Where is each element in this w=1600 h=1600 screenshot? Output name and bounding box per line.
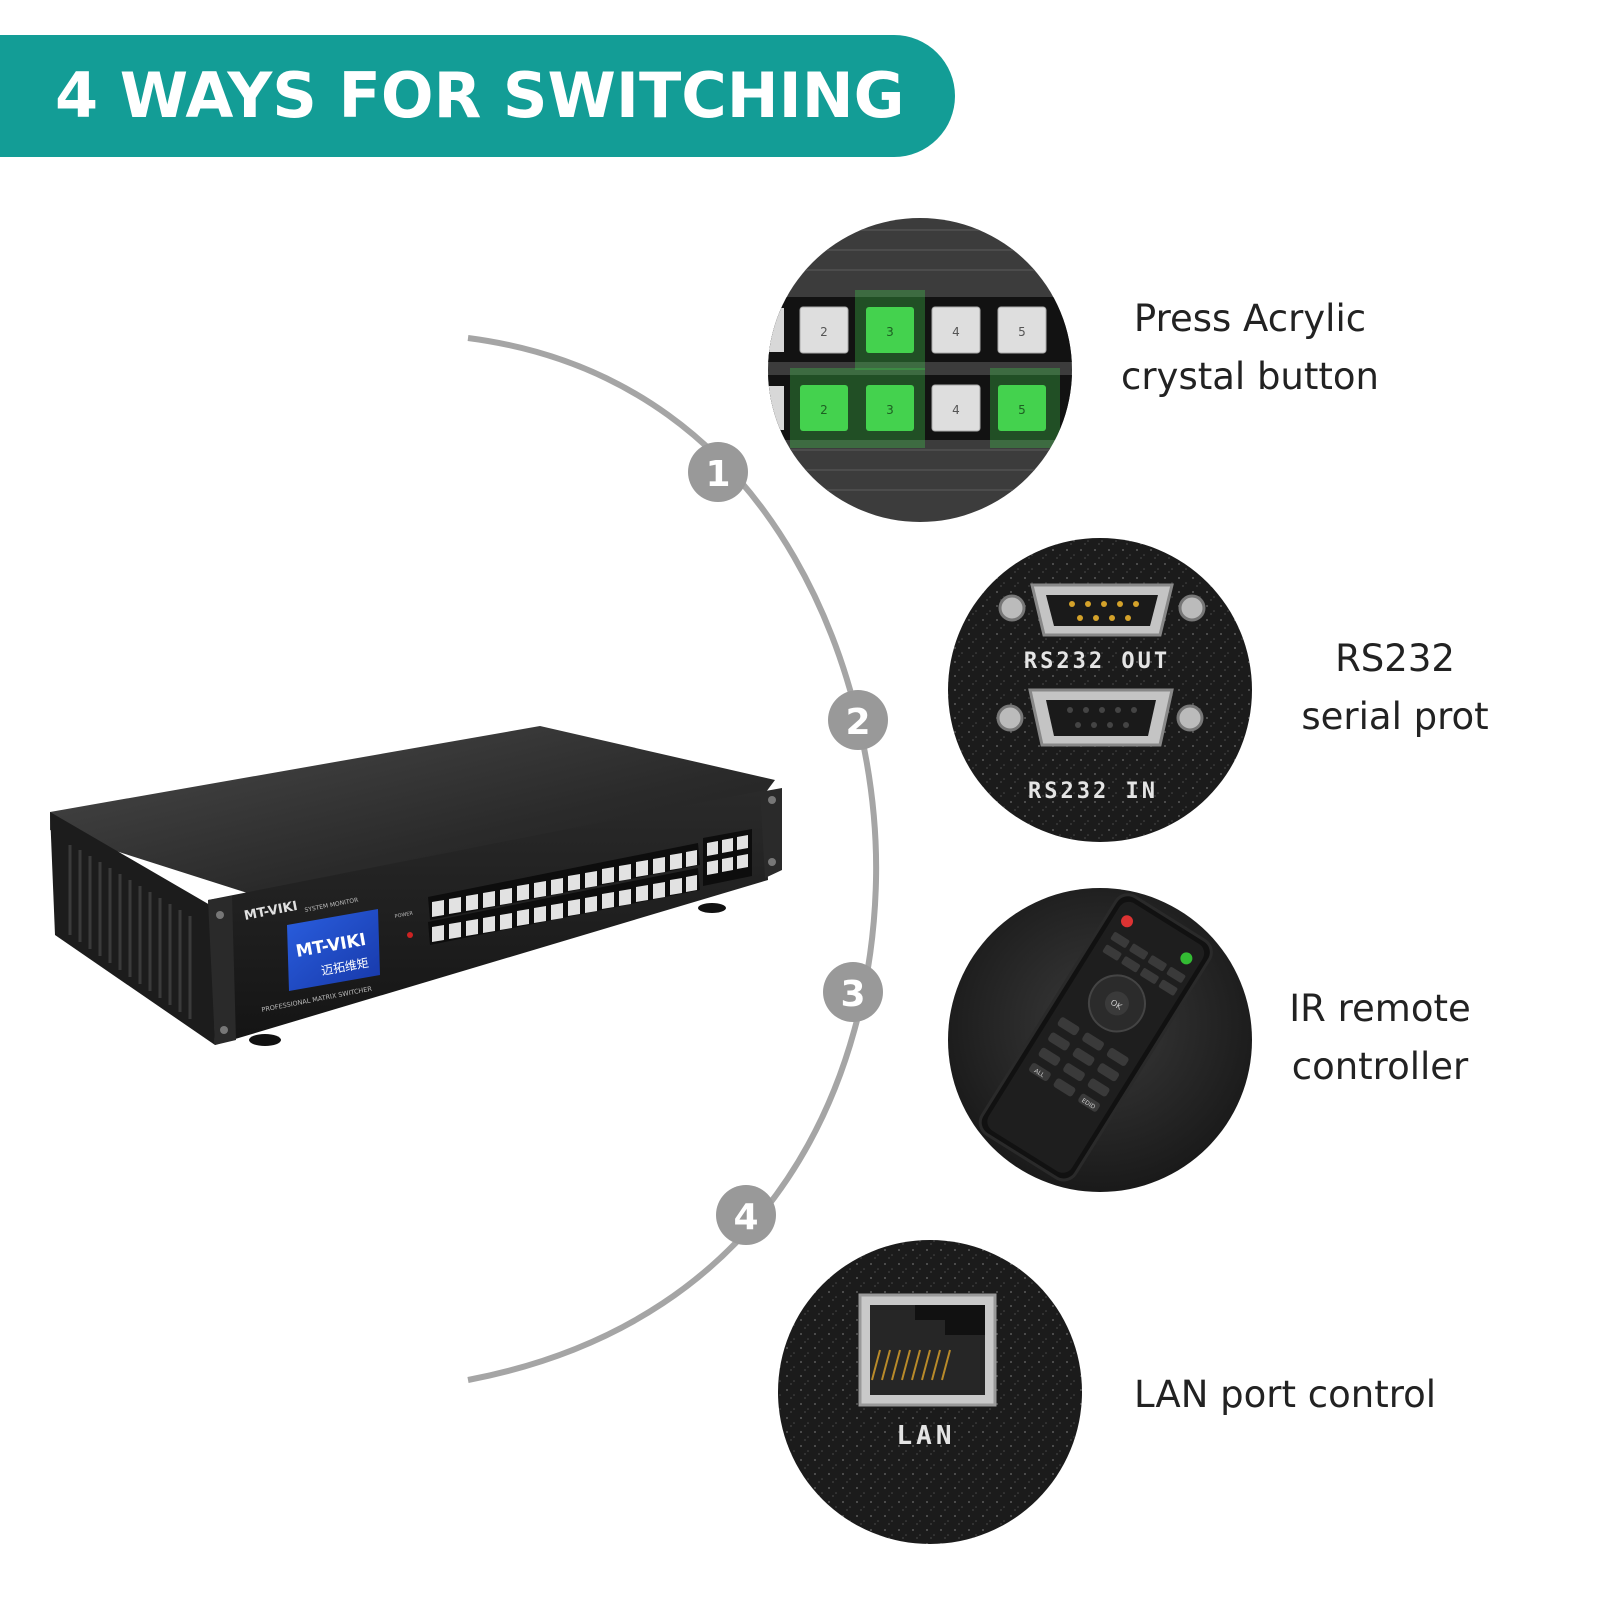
button-label: 5 xyxy=(1018,325,1026,339)
lcd-screen xyxy=(287,909,380,991)
button-label: 4 xyxy=(952,325,960,339)
matrix-switcher-device: MT-VIKI SYSTEM MONITOR MT-VIKI 迈拓维矩 PROF… xyxy=(50,726,782,1046)
ir-remote-photo: OK ALL EDID xyxy=(948,888,1252,1192)
step-3-label: IR remote controller xyxy=(1289,987,1471,1088)
rs232-out-label: RS232 OUT xyxy=(1024,649,1170,674)
step-2-label: RS232 serial prot xyxy=(1301,637,1489,738)
page-title: 4 WAYS FOR SWITCHING xyxy=(55,59,905,132)
button-label: 3 xyxy=(886,325,894,339)
lan-port-photo: LAN xyxy=(778,1240,1082,1544)
step-marker-1: 1 xyxy=(688,442,748,502)
step-number: 2 xyxy=(845,702,870,743)
button-label: 4 xyxy=(952,403,960,417)
step-marker-2: 2 xyxy=(828,690,888,750)
title-banner: 4 WAYS FOR SWITCHING xyxy=(0,35,955,157)
rs232-port-photo: RS232 OUT RS232 IN xyxy=(948,538,1252,842)
step-marker-3: 3 xyxy=(823,962,883,1022)
acrylic-buttons-photo: 2 3 4 5 2 3 4 5 xyxy=(768,218,1072,522)
step-4-label: LAN port control xyxy=(1133,1373,1437,1416)
power-label: POWER xyxy=(394,910,414,920)
lan-label: LAN xyxy=(897,1421,956,1451)
front-button-rows xyxy=(428,829,752,945)
step-number: 3 xyxy=(840,974,865,1015)
step-number: 1 xyxy=(705,454,730,495)
button-label: 2 xyxy=(820,403,828,417)
step-marker-4: 4 xyxy=(716,1185,776,1245)
button-label: 2 xyxy=(820,325,828,339)
step-number: 4 xyxy=(733,1197,758,1238)
button-label: 5 xyxy=(1018,403,1026,417)
step-1-label: Press Acrylic crystal button xyxy=(1121,297,1379,398)
rs232-in-label: RS232 IN xyxy=(1028,779,1158,804)
button-label: 3 xyxy=(886,403,894,417)
